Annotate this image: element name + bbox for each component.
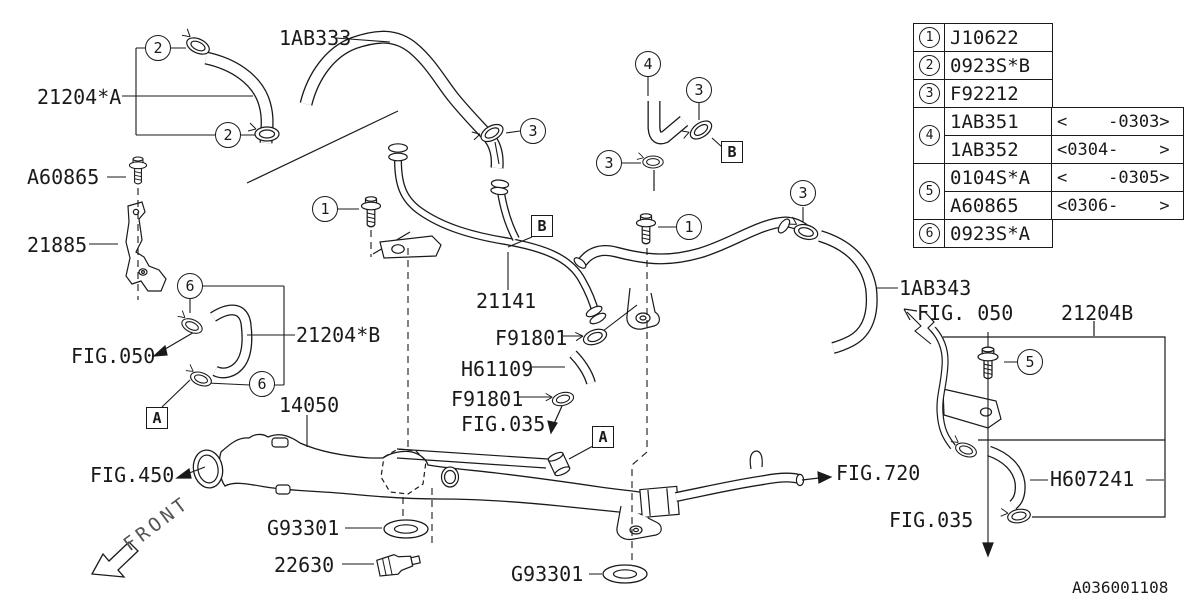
part-label-f91801-a: F91801	[495, 326, 568, 350]
figure-arrows	[90, 308, 994, 578]
legend-ref-cell: 6	[913, 219, 946, 248]
section-box-b-mid: B	[531, 215, 553, 237]
fig-ref-450: FIG.450	[90, 463, 175, 487]
callout-2-a: 2	[145, 35, 171, 61]
part-label-21141: 21141	[476, 289, 537, 313]
sensor-22630	[376, 553, 421, 577]
part-label-21885: 21885	[27, 233, 88, 257]
part-label-14050: 14050	[279, 393, 340, 417]
callout-1-a: 1	[312, 196, 338, 222]
part-label-21204b: 21204B	[1061, 301, 1134, 325]
part-label-21204a: 21204*A	[37, 85, 122, 109]
part-label-1ab333: 1AB333	[279, 26, 352, 50]
legend-range-cell: <0304- >	[1051, 135, 1184, 164]
section-box-a-left: A	[146, 407, 168, 429]
callout-3-c: 3	[596, 150, 622, 176]
callout-6-b: 6	[249, 371, 275, 397]
legend-part-cell: F92212	[944, 79, 1053, 108]
h61109-hose	[569, 350, 596, 385]
dashed-lines	[137, 188, 648, 562]
fig-ref-720: FIG.720	[836, 461, 921, 485]
part-label-21204b-star: 21204*B	[296, 323, 381, 347]
fig-ref-050-right: FIG. 050	[917, 301, 1014, 325]
assembly-21204b-right	[924, 311, 1166, 518]
callout-3-d: 3	[790, 180, 816, 206]
hose-run-to-1ab343	[573, 216, 810, 330]
callout-3-a: 3	[520, 118, 546, 144]
part-label-g93301-a: G93301	[267, 516, 340, 540]
legend-ref-cell: 4	[913, 107, 946, 164]
fig-ref-035-right: FIG.035	[889, 508, 974, 532]
legend-part-cell: 0104S*A	[944, 163, 1053, 192]
pipe-21141	[379, 143, 607, 325]
part-label-a60865: A60865	[27, 165, 100, 189]
legend-range-cell: <0306- >	[1051, 191, 1184, 220]
elbow-hose-ref4	[647, 101, 689, 191]
legend-ref-cell: 5	[913, 163, 946, 220]
part-label-22630: 22630	[274, 553, 335, 577]
legend-ref-cell: 3	[913, 79, 946, 108]
legend-ref-cell: 2	[913, 51, 946, 80]
legend-part-cell: 0923S*B	[944, 51, 1053, 80]
part-label-h61109: H61109	[461, 357, 534, 381]
callout-2-b: 2	[215, 122, 241, 148]
legend-range-cell: < -0303>	[1051, 107, 1184, 136]
front-arrow	[90, 541, 139, 578]
legend-part-cell: A60865	[944, 191, 1053, 220]
hose-1ab343	[818, 230, 878, 354]
fig-ref-050-left: FIG.050	[71, 344, 156, 368]
legend-range-cell: < -0305>	[1051, 163, 1184, 192]
hose-21204b-left	[210, 304, 253, 379]
callout-3-b: 3	[686, 77, 712, 103]
section-box-a-right: A	[592, 426, 614, 448]
part-label-1ab343: 1AB343	[899, 276, 972, 300]
part-label-f91801-b: F91801	[451, 387, 524, 411]
bracket-21885	[125, 201, 167, 292]
callout-5: 5	[1017, 349, 1043, 375]
leader-lines	[89, 37, 1164, 575]
callout-6-a: 6	[177, 273, 203, 299]
section-box-b-top: B	[721, 141, 743, 163]
part-label-g93301-b: G93301	[511, 562, 584, 586]
callout-1-b: 1	[676, 214, 702, 240]
clamps-and-fasteners	[128, 27, 1032, 584]
legend-part-cell: 0923S*A	[944, 219, 1053, 248]
callout-4: 4	[635, 51, 661, 77]
part-label-h607241: H607241	[1050, 467, 1135, 491]
fig-ref-035-center: FIG.035	[461, 412, 546, 436]
water-pipe-14050	[192, 433, 805, 541]
legend-part-cell: 1AB352	[944, 135, 1053, 164]
legend-part-cell: J10622	[944, 23, 1053, 52]
legend-part-cell: 1AB351	[944, 107, 1053, 136]
diagram-id: A036001108	[1072, 578, 1169, 597]
legend-ref-cell: 1	[913, 23, 946, 52]
